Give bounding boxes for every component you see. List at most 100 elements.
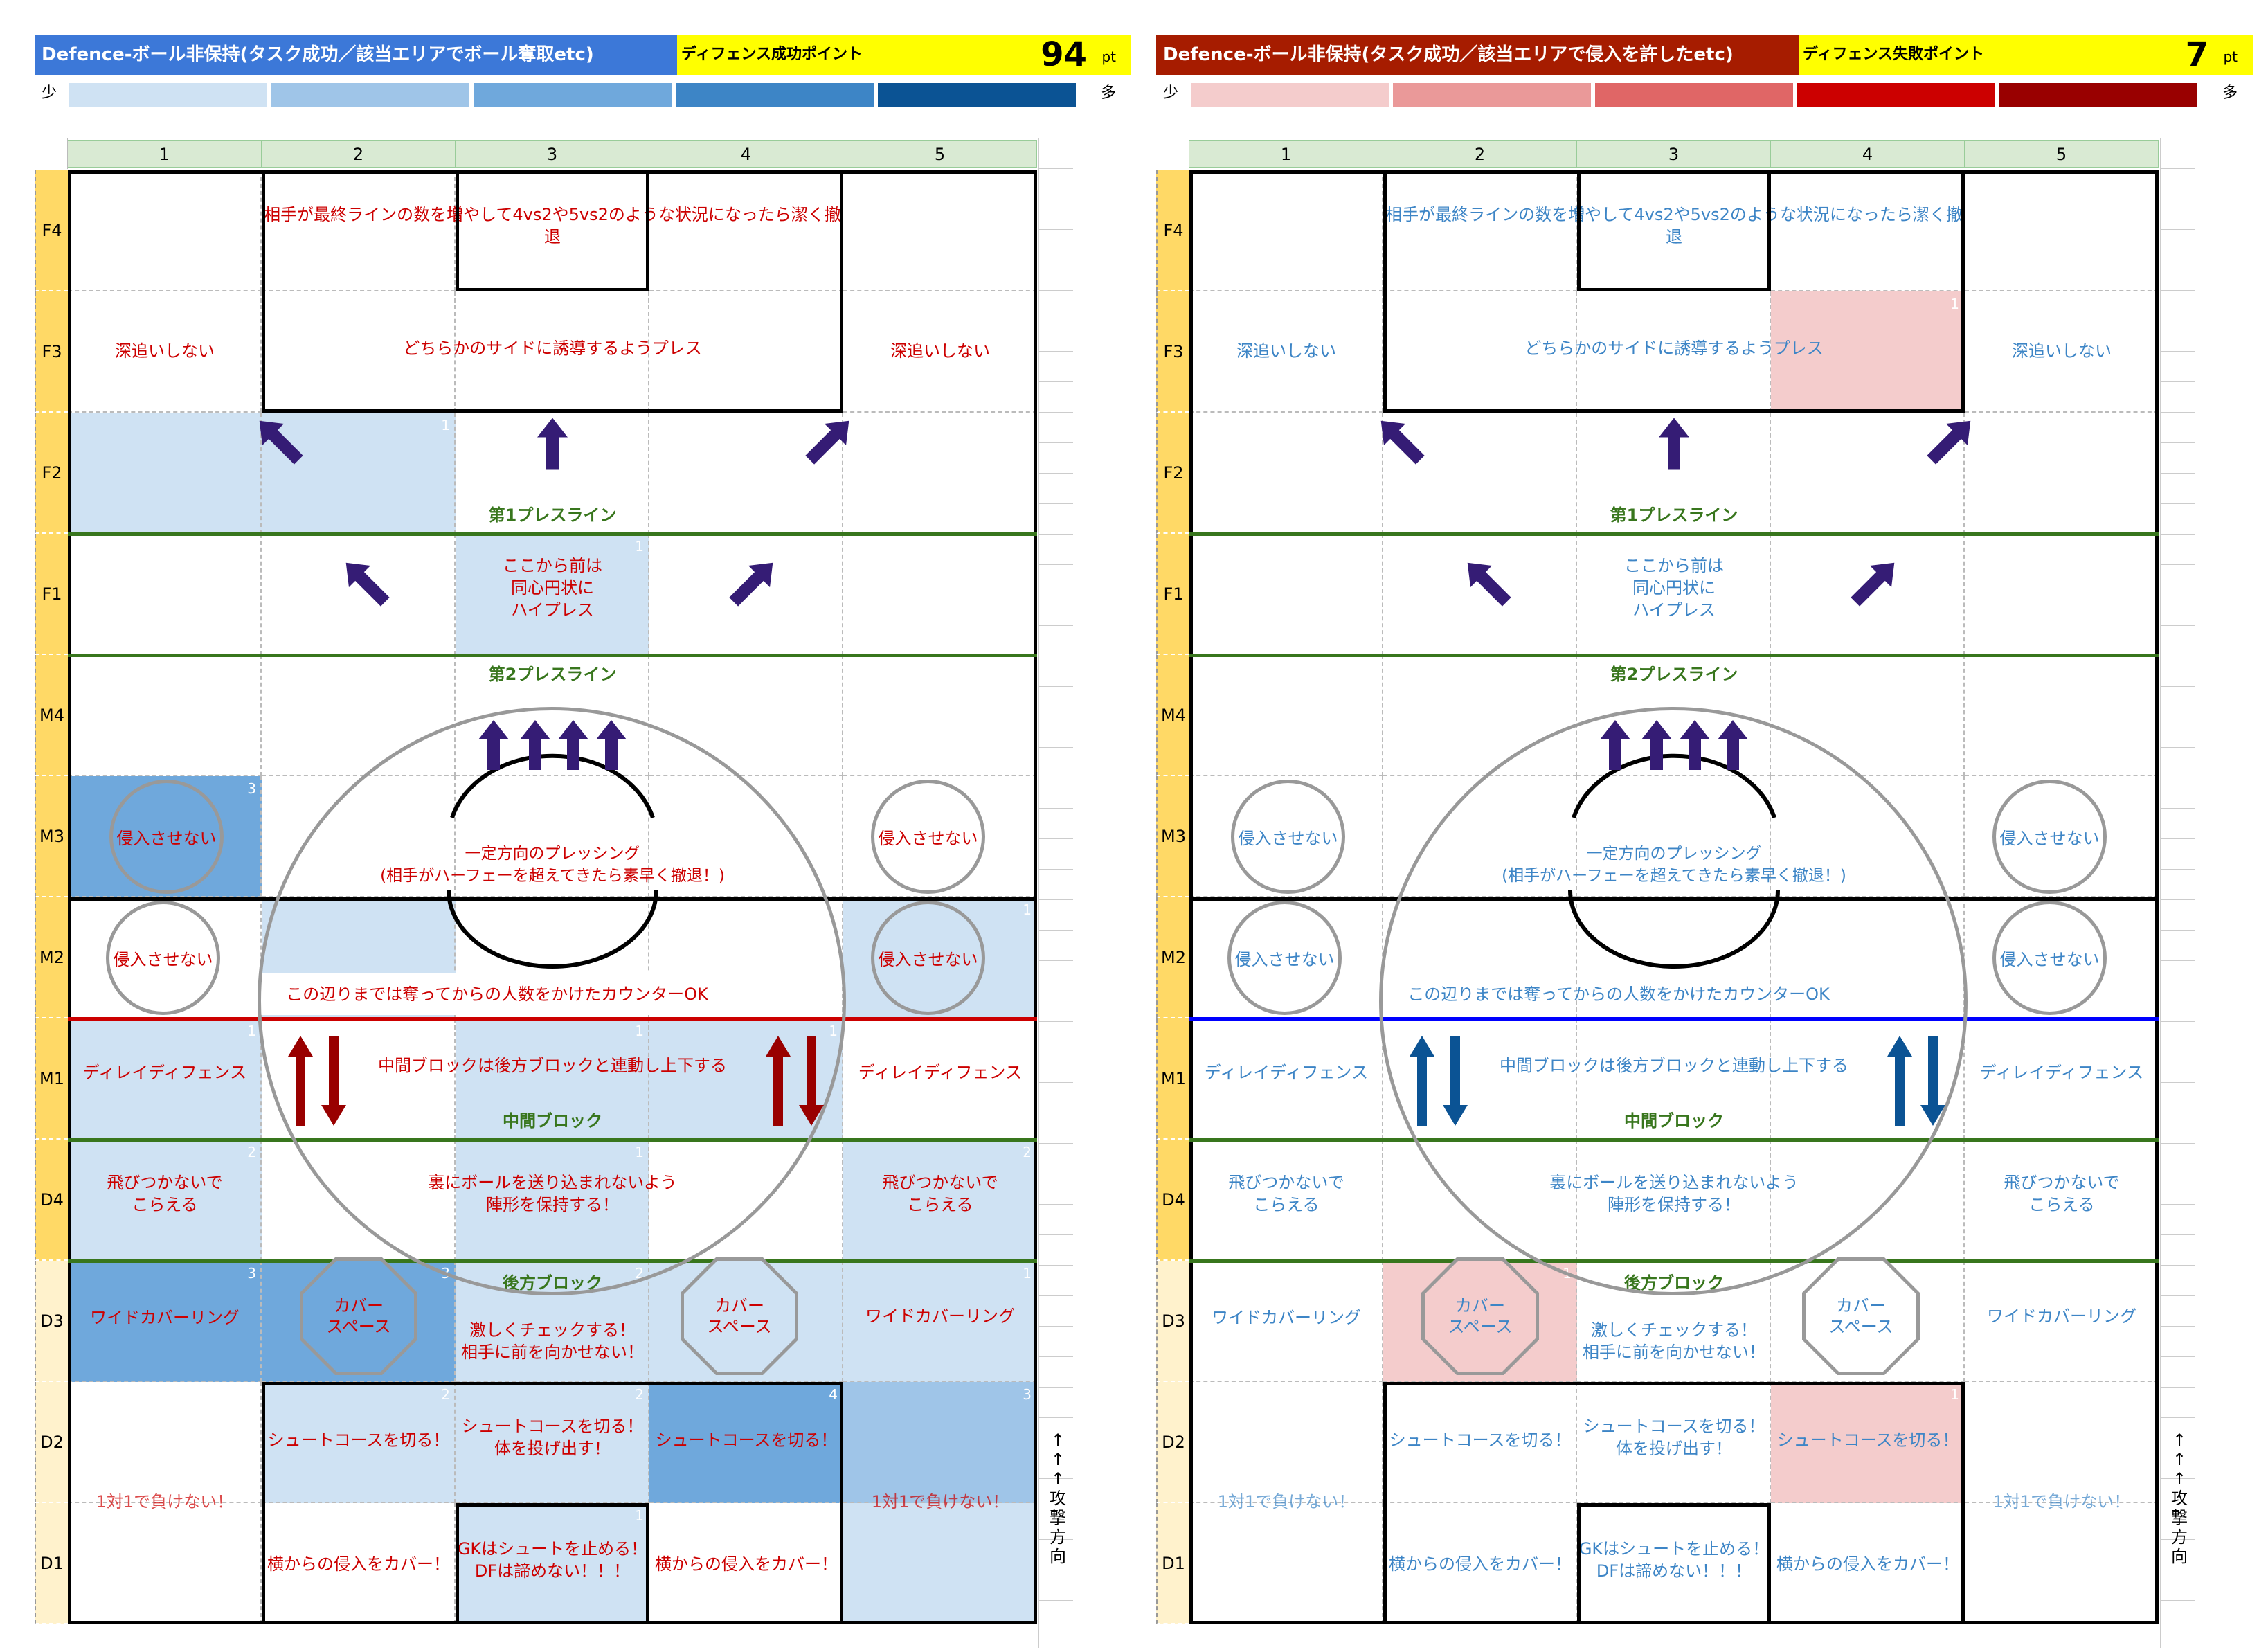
- zone-cell[interactable]: 1: [1771, 291, 1965, 413]
- zone-cell[interactable]: 1: [1771, 1382, 1965, 1503]
- zone-cell[interactable]: [1965, 1382, 2159, 1503]
- no-entry-circle: 侵入させない: [1227, 901, 1342, 1015]
- zone-cell[interactable]: [1771, 170, 1965, 291]
- zone-cell[interactable]: [262, 1503, 456, 1624]
- legend-swatch: [1595, 83, 1793, 107]
- zone-cell[interactable]: [1577, 534, 1771, 655]
- d2-c2-text: シュートコースを切る！: [1389, 1430, 1572, 1450]
- zone-cell[interactable]: [1189, 1261, 1383, 1382]
- d1-c4-text: 横からの侵入をカバー！: [1776, 1554, 1959, 1574]
- side-ruler: [1038, 138, 1073, 1648]
- legend-many-label: 多: [1101, 84, 1117, 102]
- attack-char: 方: [2171, 1527, 2188, 1547]
- attack-char: ↑: [2172, 1469, 2187, 1489]
- cover-space-text: カバー スペース: [303, 1261, 414, 1372]
- zone-cell[interactable]: 3: [68, 1261, 262, 1382]
- point-number: 94: [1041, 35, 1087, 74]
- row-header: M3: [35, 776, 68, 897]
- f4-instruction: 相手が最終ラインの数を増やして4vs2や5vs2のような状況になったら潔く撤退: [1385, 204, 1963, 246]
- zone-cell[interactable]: [68, 1382, 262, 1503]
- point-number: 7: [2185, 35, 2208, 74]
- zone-cell[interactable]: [843, 534, 1037, 655]
- grid-corner: [35, 138, 68, 169]
- zone-cell[interactable]: 2: [843, 1140, 1037, 1261]
- zone-cell[interactable]: 3: [843, 1382, 1037, 1503]
- zone-count: 2: [247, 1144, 256, 1160]
- legend-swatch: [1797, 83, 1995, 107]
- no-entry-circle: 侵入させない: [1992, 780, 2107, 894]
- zone-cell[interactable]: [1383, 170, 1577, 291]
- cover-space-text: カバー スペース: [1425, 1261, 1536, 1372]
- zone-cell[interactable]: [68, 655, 262, 776]
- d3-right-text: ワイドカバーリング: [1987, 1306, 2136, 1326]
- zone-count: 1: [635, 1507, 644, 1524]
- zone-cell[interactable]: [1189, 413, 1383, 534]
- press-line-1-label: 第1プレスライン: [1610, 505, 1738, 525]
- d4-right-text: 飛びつかないで こらえる: [2004, 1172, 2120, 1214]
- zone-cell[interactable]: [843, 291, 1037, 413]
- zone-cell[interactable]: [843, 655, 1037, 776]
- zone-cell[interactable]: [68, 170, 262, 291]
- column-header: 4: [1771, 140, 1965, 168]
- legend-swatch: [676, 83, 874, 107]
- zone-cell[interactable]: [1577, 170, 1771, 291]
- color-legend: 少多: [1156, 78, 2253, 109]
- zone-cell[interactable]: [1189, 170, 1383, 291]
- zone-cell[interactable]: 4: [649, 1382, 843, 1503]
- zone-cell[interactable]: 2: [456, 1382, 649, 1503]
- zone-cell[interactable]: [649, 291, 843, 413]
- zone-cell[interactable]: [262, 291, 456, 413]
- zone-cell[interactable]: [1189, 1382, 1383, 1503]
- f3-mid-text: どちらかのサイドに誘導するようプレス: [403, 338, 702, 358]
- m1-right-text: ディレイディフェンス: [858, 1062, 1023, 1082]
- d3-mid-text: 激しくチェックする！ 相手に前を向かせない！: [461, 1320, 644, 1362]
- zone-cell[interactable]: [1577, 291, 1771, 413]
- zone-cell[interactable]: [68, 413, 262, 534]
- d1-c3-text: GKはシュートを止める！ DFは諦めない！！！: [1578, 1538, 1770, 1581]
- zone-cell[interactable]: [1189, 1140, 1383, 1261]
- legend-few-label: 少: [1163, 84, 1179, 102]
- zone-cell[interactable]: 2: [262, 1382, 456, 1503]
- zone-cell[interactable]: [1189, 655, 1383, 776]
- d1-c3-text: GKはシュートを止める！ DFは諦めない！！！: [457, 1538, 648, 1581]
- zone-cell[interactable]: 2: [68, 1140, 262, 1261]
- zone-cell[interactable]: [456, 170, 649, 291]
- d2d1-right-text: 1対1で負けない！: [871, 1491, 1009, 1511]
- block-line: [68, 532, 1037, 536]
- attack-char: ↑: [1050, 1430, 1065, 1450]
- zone-cell[interactable]: [456, 291, 649, 413]
- attack-char: 向: [1050, 1547, 1066, 1566]
- zone-cell[interactable]: [843, 170, 1037, 291]
- zone-cell[interactable]: [649, 170, 843, 291]
- zone-cell[interactable]: [68, 291, 262, 413]
- zone-cell[interactable]: [1189, 291, 1383, 413]
- legend-many-label: 多: [2222, 84, 2238, 102]
- legend-swatch: [1191, 83, 1389, 107]
- row-header: D3: [1156, 1261, 1189, 1382]
- block-line: [1189, 532, 2159, 536]
- zone-cell[interactable]: 1: [456, 534, 649, 655]
- zone-cell[interactable]: [1965, 291, 2159, 413]
- row-header: M4: [1156, 655, 1189, 776]
- zone-cell[interactable]: [1383, 1382, 1577, 1503]
- zone-cell[interactable]: [1965, 1261, 2159, 1382]
- attack-char: 撃: [2171, 1508, 2188, 1527]
- zone-cell[interactable]: [1965, 1140, 2159, 1261]
- no-entry-circle: 侵入させない: [871, 780, 985, 894]
- row-header: D2: [35, 1382, 68, 1503]
- legend-swatch: [1999, 83, 2197, 107]
- m1-left-text: ディレイディフェンス: [82, 1062, 247, 1082]
- column-header: 3: [456, 140, 649, 168]
- d2d1-left-text: 1対1で負けない！: [96, 1491, 234, 1511]
- attack-char: 方: [1050, 1527, 1066, 1547]
- row-header: D1: [1156, 1503, 1189, 1624]
- zone-cell[interactable]: [262, 170, 456, 291]
- zone-cell[interactable]: [1189, 534, 1383, 655]
- zone-count: 2: [635, 1386, 644, 1403]
- zone-cell[interactable]: [1577, 1503, 1771, 1624]
- zone-cell[interactable]: [68, 1503, 262, 1624]
- d1-goal-box: [456, 1503, 649, 1624]
- zone-cell[interactable]: [1577, 1382, 1771, 1503]
- row-header: D1: [35, 1503, 68, 1624]
- zone-cell[interactable]: [1383, 1503, 1577, 1624]
